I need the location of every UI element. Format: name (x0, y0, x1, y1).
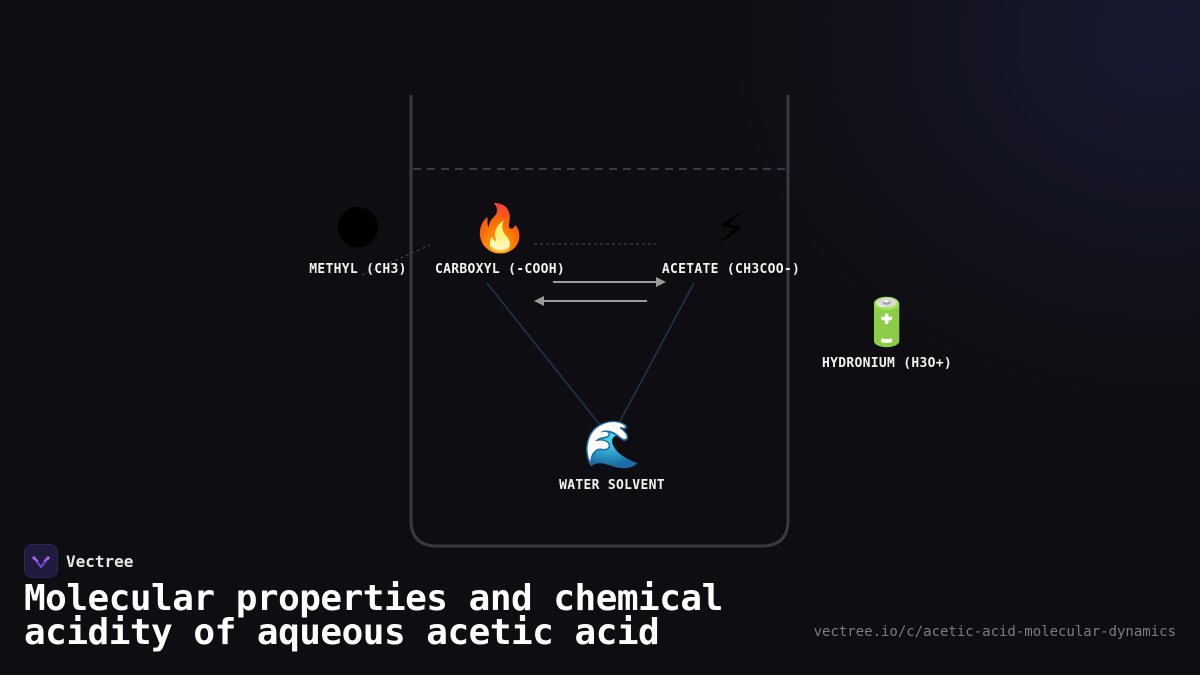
lightning-icon: ⚡ (714, 201, 748, 255)
node-carboxyl: 🔥 CARBOXYL (-COOH) (435, 200, 565, 277)
methyl-carboxyl-link (361, 244, 431, 276)
brand-name: Vectree (66, 551, 134, 571)
carboxyl-water-link (486, 282, 601, 426)
acetate-water-link (617, 282, 695, 426)
node-methyl-label: METHYL (CH3) (309, 262, 407, 277)
vectree-logo-icon (24, 544, 58, 578)
new-moon-icon: 🌑 (334, 201, 382, 255)
node-carboxyl-label: CARBOXYL (-COOH) (434, 262, 566, 277)
node-water-label: WATER SOLVENT (559, 478, 665, 493)
node-methyl: 🌑 METHYL (CH3) (309, 200, 407, 277)
page-title: Molecular properties and chemical acidit… (24, 578, 723, 653)
node-acetate: ⚡ ACETATE (CH3COO-) (662, 200, 800, 277)
wave-icon: 🌊 (583, 417, 641, 471)
node-hydronium: 🔋 HYDRONIUM (H3O+) (822, 294, 952, 371)
battery-icon: 🔋 (858, 295, 916, 349)
fire-icon: 🔥 (471, 201, 529, 255)
node-water: 🌊 WATER SOLVENT (559, 416, 665, 493)
node-acetate-label: ACETATE (CH3COO-) (661, 262, 801, 277)
node-hydronium-label: HYDRONIUM (H3O+) (821, 356, 953, 371)
beaker-vessel (409, 95, 790, 548)
brand[interactable]: Vectree (24, 544, 133, 578)
source-url[interactable]: vectree.io/c/acetic-acid-molecular-dynam… (813, 624, 1176, 640)
